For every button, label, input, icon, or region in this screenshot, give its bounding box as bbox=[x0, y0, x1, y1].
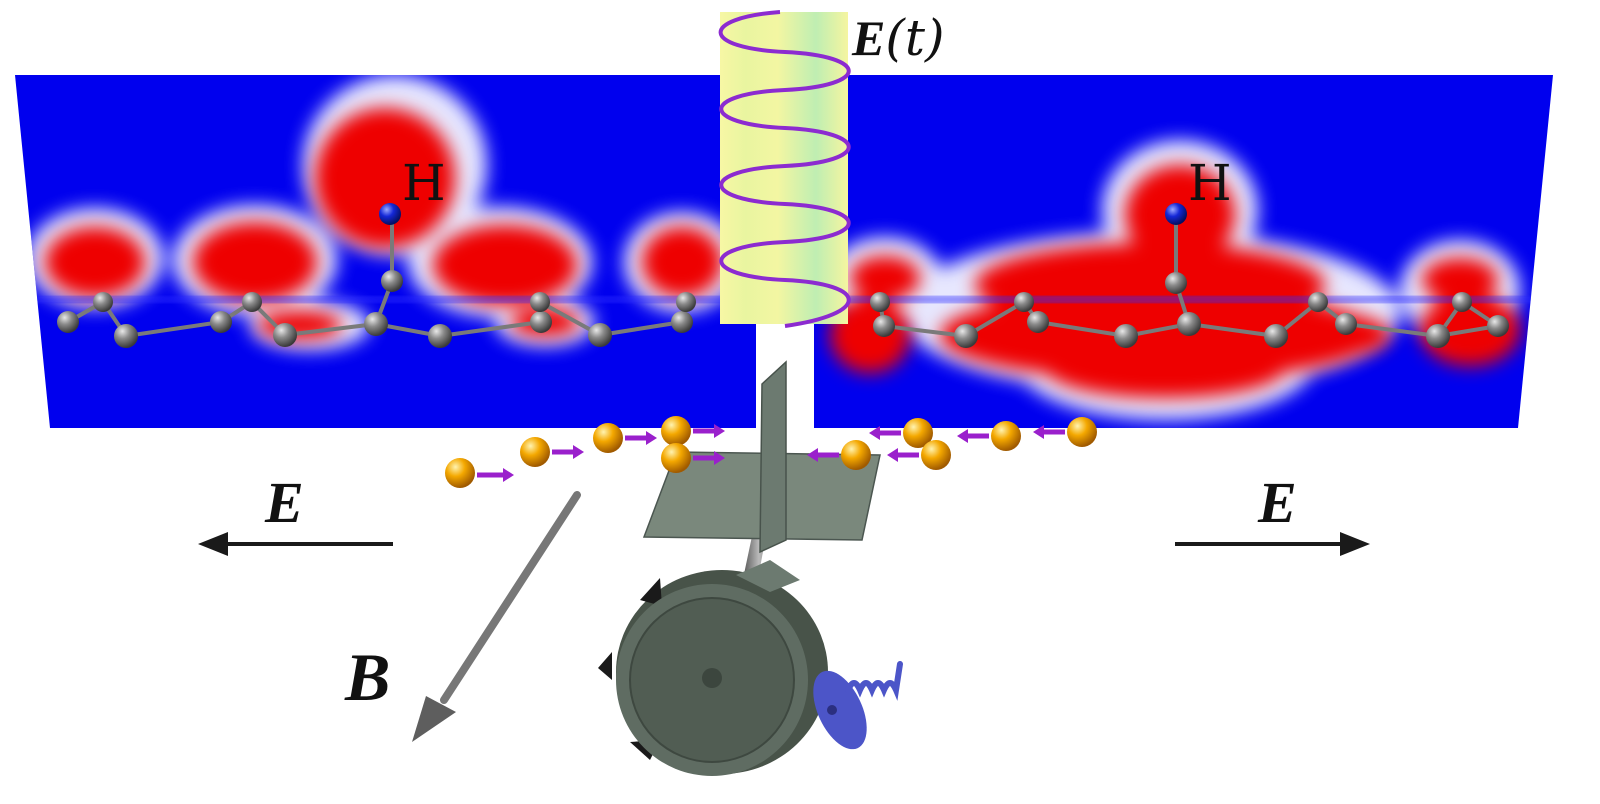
electron-4 bbox=[661, 416, 725, 446]
b-field-arrow: B bbox=[344, 491, 581, 742]
left-density-panel bbox=[15, 75, 756, 428]
cone-arrow-icon bbox=[412, 696, 456, 742]
electron-flow bbox=[445, 416, 1097, 488]
electron-6 bbox=[807, 440, 871, 470]
ac-field-label: E(t) bbox=[851, 9, 944, 67]
ac-wave-icon bbox=[718, 10, 851, 328]
right-atoms bbox=[870, 203, 1509, 348]
e-field-left: E bbox=[198, 470, 393, 556]
arrow-left-icon bbox=[198, 532, 228, 556]
h-label-right: H bbox=[1188, 154, 1232, 212]
left-atoms bbox=[57, 203, 696, 348]
electron-3 bbox=[593, 423, 657, 453]
hydrogen-atom-left bbox=[379, 203, 401, 225]
electron-1 bbox=[445, 458, 514, 488]
e-label-left: E bbox=[264, 470, 304, 535]
spring-pawl-icon bbox=[813, 661, 903, 750]
right-density-panel bbox=[814, 75, 1553, 428]
electron-7 bbox=[869, 418, 933, 448]
electron-9 bbox=[957, 421, 1021, 451]
electron-10 bbox=[1033, 417, 1097, 447]
e-label-right: E bbox=[1257, 470, 1297, 535]
e-field-right: E bbox=[1175, 470, 1370, 556]
ratchet-gear-icon bbox=[598, 560, 828, 776]
arrow-right-icon bbox=[1340, 532, 1370, 556]
hydrogen-atom-right bbox=[1165, 203, 1187, 225]
electron-8 bbox=[887, 440, 951, 470]
b-label: B bbox=[344, 639, 390, 715]
ratchet-mechanism bbox=[598, 360, 903, 776]
h-label-left: H bbox=[402, 154, 446, 212]
electron-2 bbox=[520, 437, 584, 467]
electron-5 bbox=[661, 443, 725, 473]
